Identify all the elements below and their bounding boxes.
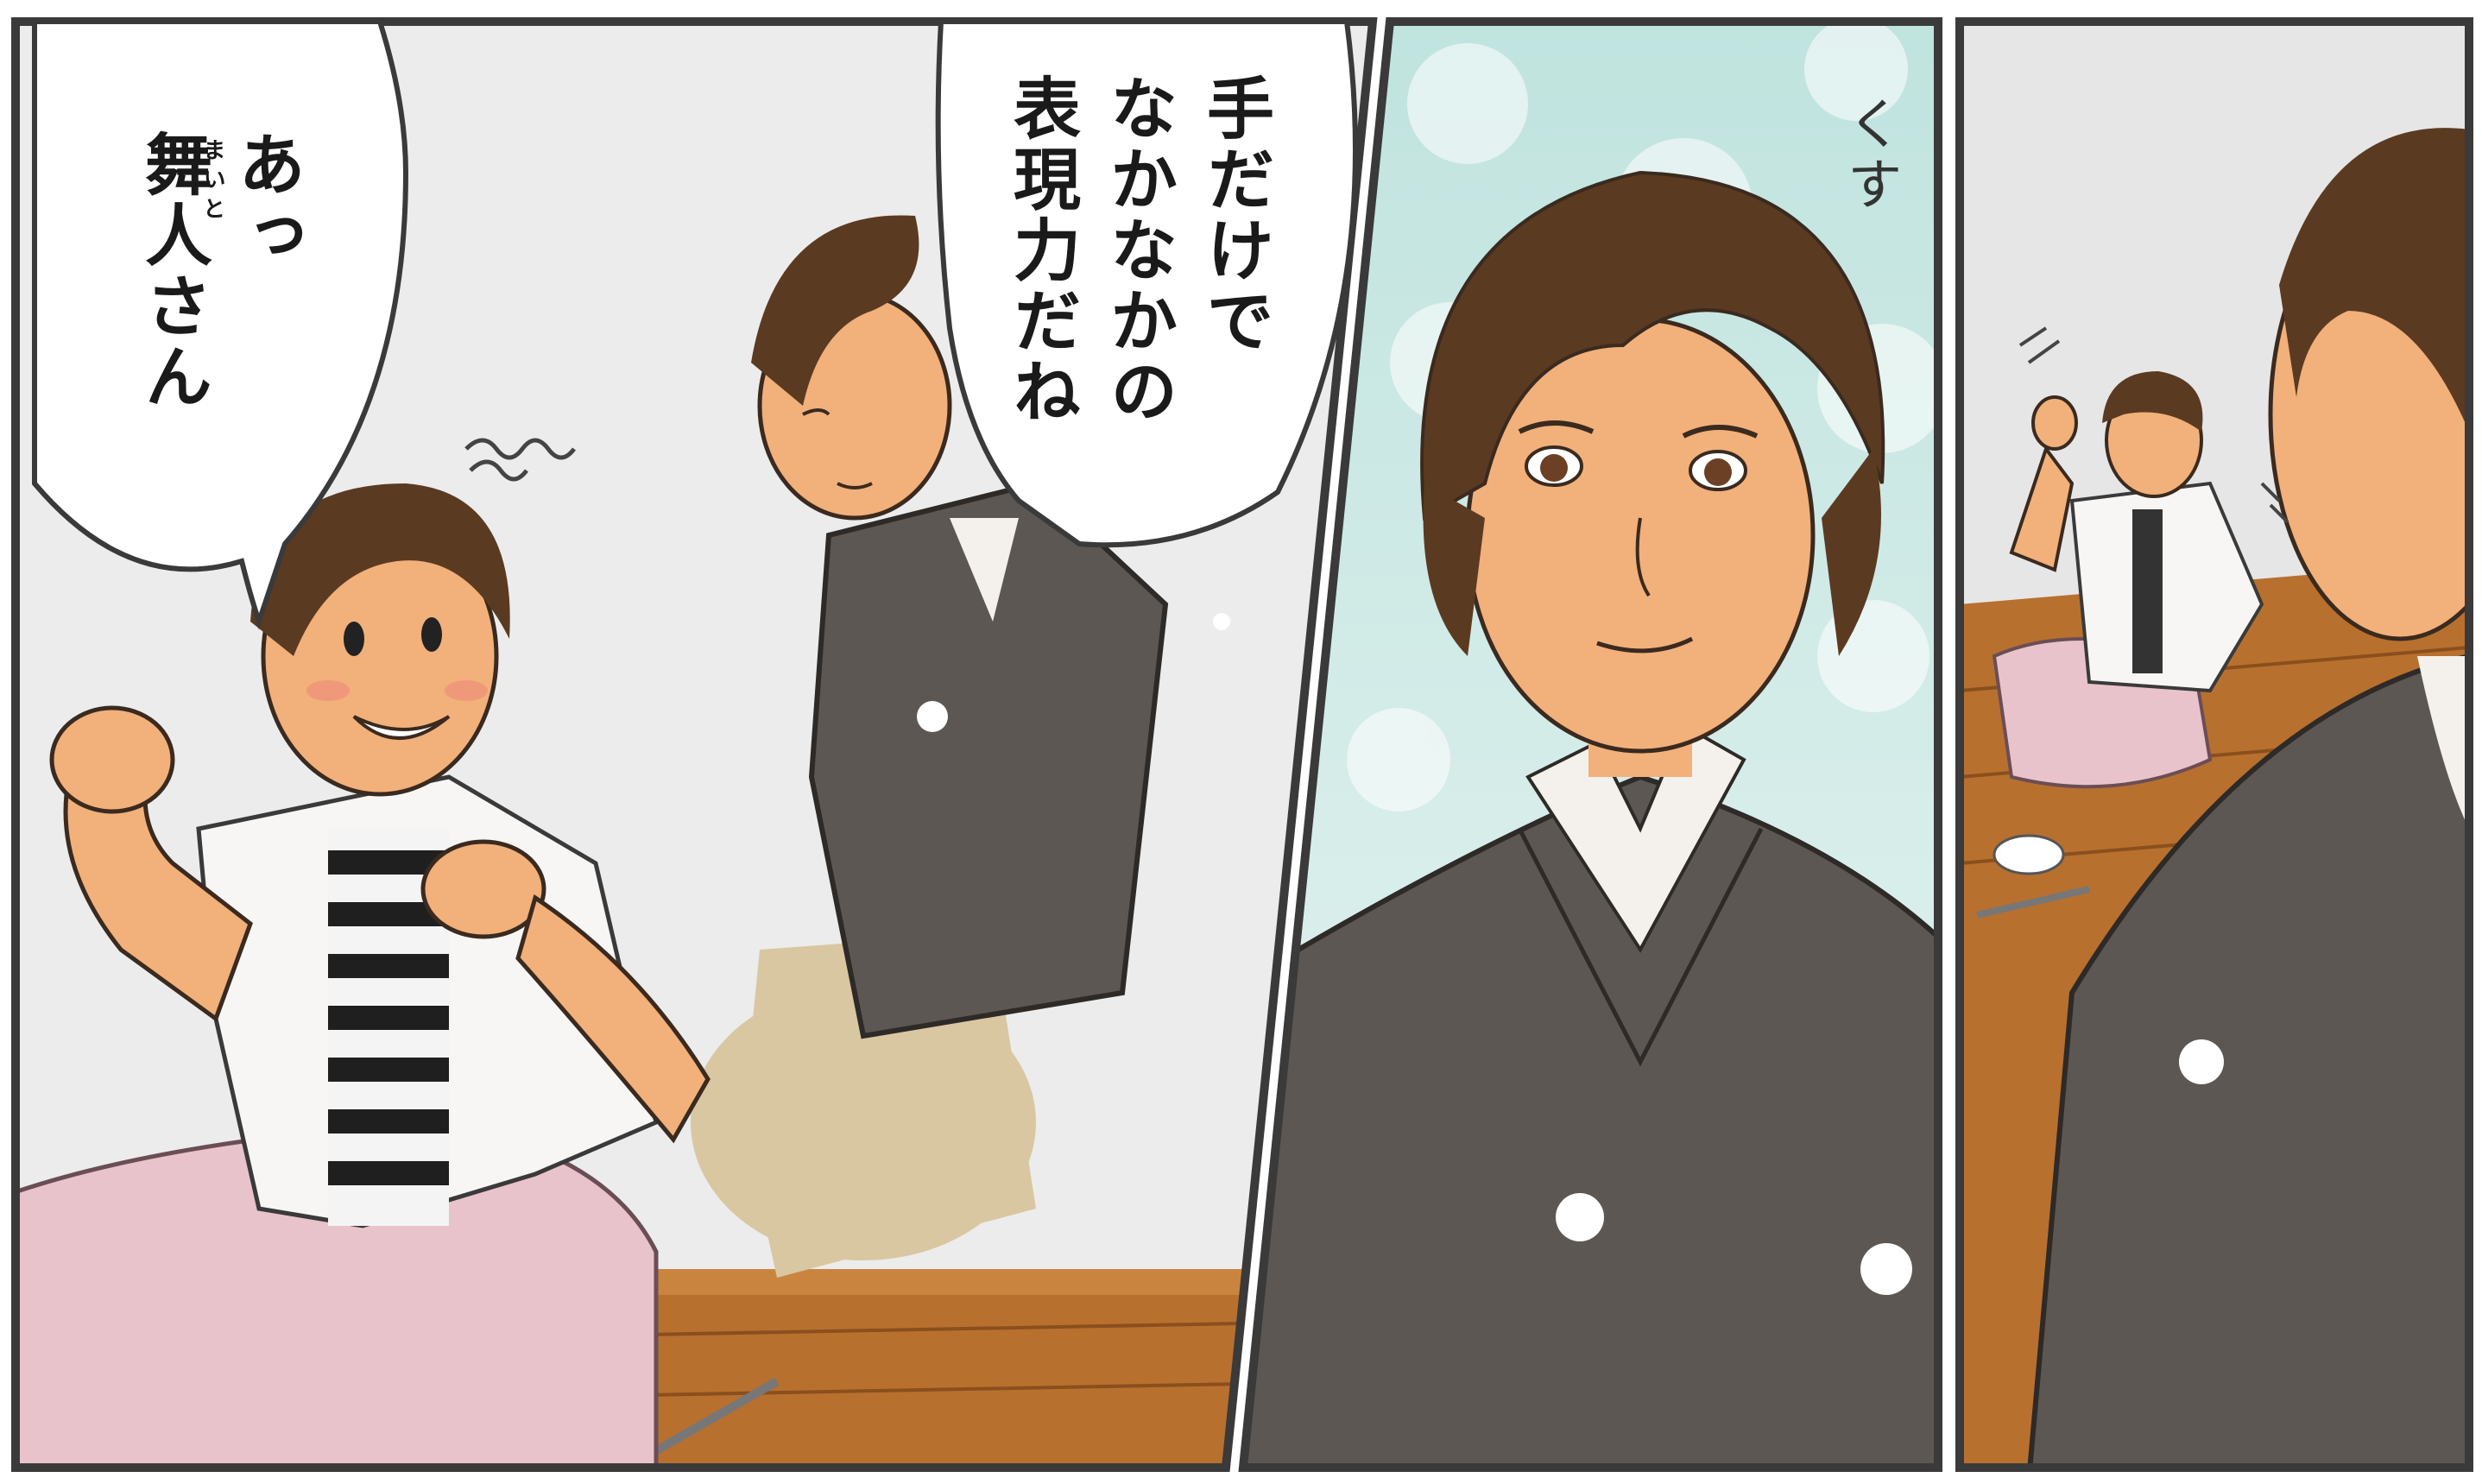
sfx-squiggle [464, 438, 576, 460]
speech-text-center-line2: なかなかの [1099, 73, 1177, 427]
ruby-text: まいと [199, 138, 225, 226]
speech-text-center-line3: 表現力だね [1002, 73, 1080, 427]
speech-bubble-left [32, 19, 409, 630]
motion-marks [2018, 326, 2061, 364]
speech-text-left-line2: 舞人さん [134, 129, 212, 413]
speech-text-center-line1: 手だけで [1196, 73, 1273, 357]
panel-left-frame [11, 17, 1378, 1472]
speech-text-left-line1: あっ [227, 129, 305, 271]
sfx-kusu: くす [1838, 95, 1902, 216]
speech-bubble-center [935, 19, 1358, 548]
panel-center-frame [1238, 17, 1942, 1472]
panel-right-art [1960, 22, 2469, 1468]
panel-right-frame [1955, 17, 2473, 1472]
panel-center-art [1243, 22, 1938, 1468]
